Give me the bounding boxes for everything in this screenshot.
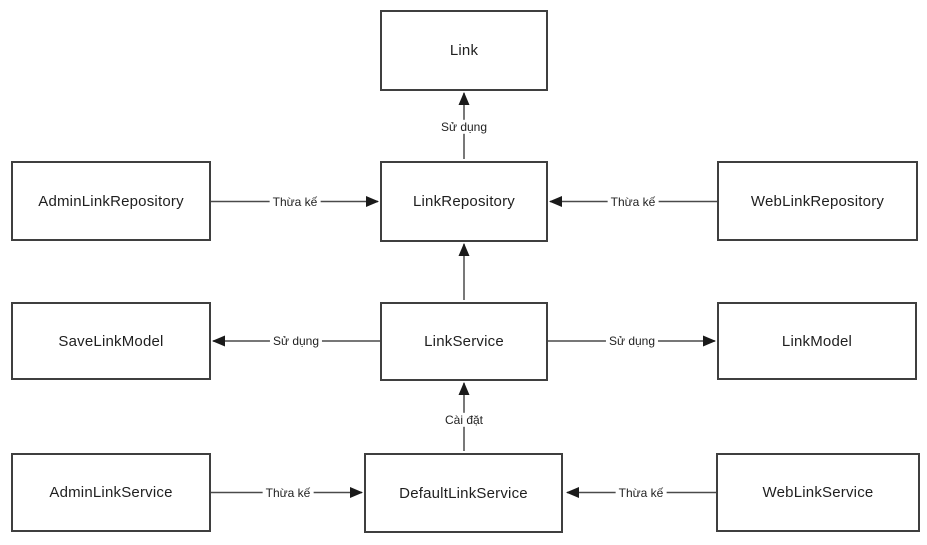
node-label-admin-link-repository: AdminLinkRepository (38, 192, 184, 210)
edge-label-admin-link-service-to-default-link-service: Thừa kế (262, 485, 314, 500)
node-web-link-service: WebLinkService (716, 453, 920, 532)
edge-label-web-link-service-to-default-link-service: Thừa kế (615, 485, 667, 500)
node-label-link: Link (449, 42, 479, 59)
node-link: Link (380, 10, 548, 91)
node-link-service: LinkService (380, 302, 548, 381)
edge-label-web-link-repository-to-link-repository: Thừa kế (607, 194, 659, 209)
node-save-link-model: SaveLinkModel (11, 302, 211, 380)
node-admin-link-service: AdminLinkService (11, 453, 211, 532)
edge-label-admin-link-repository-to-link-repository: Thừa kế (269, 194, 321, 209)
node-label-admin-link-service: AdminLinkService (49, 484, 173, 501)
edge-label-link-service-to-link-model: Sử dụng (605, 333, 659, 349)
node-default-link-service: DefaultLinkService (364, 453, 563, 533)
edge-label-link-repository-to-link: Sử dụng (437, 119, 491, 135)
node-label-link-repository: LinkRepository (412, 193, 515, 210)
node-label-web-link-repository: WebLinkRepository (750, 192, 885, 210)
node-link-repository: LinkRepository (380, 161, 548, 242)
node-web-link-repository: WebLinkRepository (717, 161, 918, 241)
node-label-save-link-model: SaveLinkModel (58, 332, 164, 350)
node-label-web-link-service: WebLinkService (762, 484, 874, 501)
node-label-default-link-service: DefaultLinkService (399, 484, 528, 502)
node-admin-link-repository: AdminLinkRepository (11, 161, 211, 241)
edge-label-default-link-service-to-link-service: Cài đặt (441, 412, 487, 428)
edge-label-link-service-to-save-link-model: Sử dụng (269, 333, 323, 349)
node-label-link-model: LinkModel (781, 332, 853, 350)
node-link-model: LinkModel (717, 302, 917, 380)
node-label-link-service: LinkService (424, 333, 504, 350)
